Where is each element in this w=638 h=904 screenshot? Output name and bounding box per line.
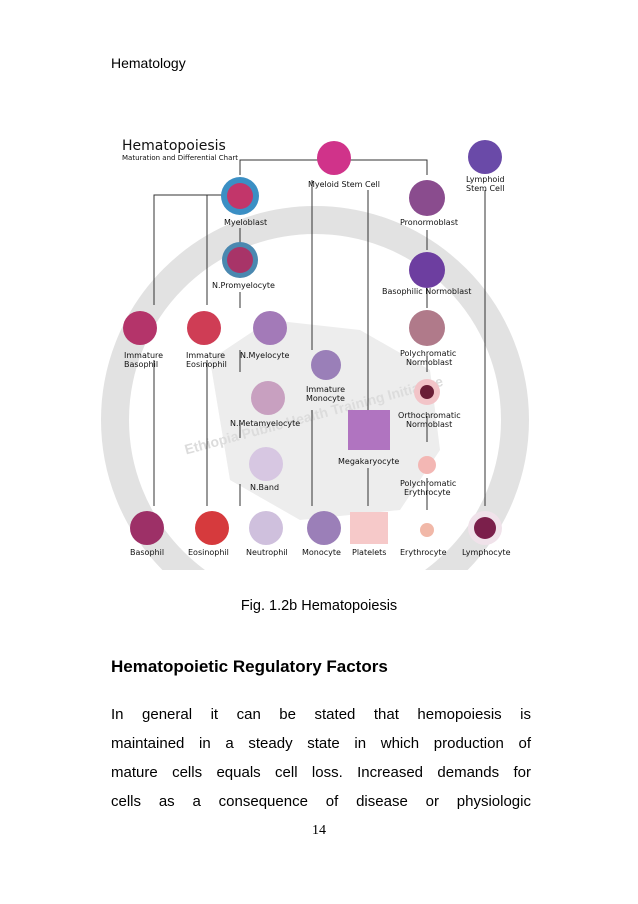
paragraph-line: mature cells equals cell loss. Increased… bbox=[111, 764, 531, 781]
basophil-image bbox=[130, 511, 164, 545]
label-n-myelocyte: N.Myelocyte bbox=[240, 351, 289, 360]
label-platelets: Platelets bbox=[352, 548, 386, 557]
immature-monocyte-image bbox=[311, 350, 341, 380]
platelets-image bbox=[350, 512, 388, 544]
label-megakaryocyte: Megakaryocyte bbox=[338, 457, 399, 466]
label-erythrocyte: Erythrocyte bbox=[400, 548, 447, 557]
chart-title: Hematopoiesis bbox=[122, 138, 226, 154]
polychromatic-normoblast-image bbox=[409, 310, 445, 346]
basophilic-normoblast-image bbox=[409, 252, 445, 288]
label-eosinophil: Eosinophil bbox=[188, 548, 229, 557]
cell-images bbox=[123, 140, 502, 545]
n-band-image bbox=[249, 447, 283, 481]
chart-subtitle: Maturation and Differential Chart bbox=[122, 154, 238, 162]
section-heading: Hematopoietic Regulatory Factors bbox=[111, 657, 388, 676]
myeloid-stem-cell-image bbox=[317, 141, 351, 175]
label-myeloid-stem-cell: Myeloid Stem Cell bbox=[308, 180, 380, 189]
hematopoiesis-figure: Ethiopia Public Health Training Initiati… bbox=[100, 120, 540, 570]
label-lymphocyte: Lymphocyte bbox=[462, 548, 511, 557]
label-monocyte: Monocyte bbox=[302, 548, 341, 557]
body-paragraph: In general it can be stated that hemopoi… bbox=[111, 700, 531, 816]
label-basophil: Basophil bbox=[130, 548, 164, 557]
monocyte-image bbox=[307, 511, 341, 545]
n-metamyelocyte-image bbox=[251, 381, 285, 415]
cell-labels: Myeloid Stem Cell Lymphoid Stem Cell Mye… bbox=[124, 175, 511, 557]
megakaryocyte-image bbox=[348, 410, 390, 450]
erythrocyte-image bbox=[420, 523, 434, 537]
hematopoiesis-chart: Ethiopia Public Health Training Initiati… bbox=[101, 138, 529, 570]
polychromatic-erythrocyte-image bbox=[418, 456, 436, 474]
label-pronormoblast: Pronormoblast bbox=[400, 218, 458, 227]
label-basophilic-normoblast: Basophilic Normoblast bbox=[382, 287, 471, 296]
paragraph-line: cells as a consequence of disease or phy… bbox=[111, 793, 531, 810]
paragraph-line: maintained in a steady state in which pr… bbox=[111, 735, 531, 752]
label-neutrophil: Neutrophil bbox=[246, 548, 288, 557]
paragraph-line: In general it can be stated that hemopoi… bbox=[111, 706, 531, 723]
immature-eosinophil-image bbox=[187, 311, 221, 345]
label-n-band: N.Band bbox=[250, 483, 279, 492]
lymphoid-stem-cell-image bbox=[468, 140, 502, 174]
eosinophil-image bbox=[195, 511, 229, 545]
n-myelocyte-image bbox=[253, 311, 287, 345]
immature-basophil-image bbox=[123, 311, 157, 345]
label-lymphoid-stem-cell: Lymphoid Stem Cell bbox=[466, 175, 507, 193]
page-number: 14 bbox=[312, 823, 326, 838]
label-n-promyelocyte: N.Promyelocyte bbox=[212, 281, 275, 290]
pronormoblast-image bbox=[409, 180, 445, 216]
neutrophil-image bbox=[249, 511, 283, 545]
running-header: Hematology bbox=[111, 55, 186, 71]
figure-caption: Fig. 1.2b Hematopoiesis bbox=[240, 598, 398, 614]
label-n-metamyelocyte: N.Metamyelocyte bbox=[230, 419, 300, 428]
label-myeloblast: Myeloblast bbox=[224, 218, 267, 227]
